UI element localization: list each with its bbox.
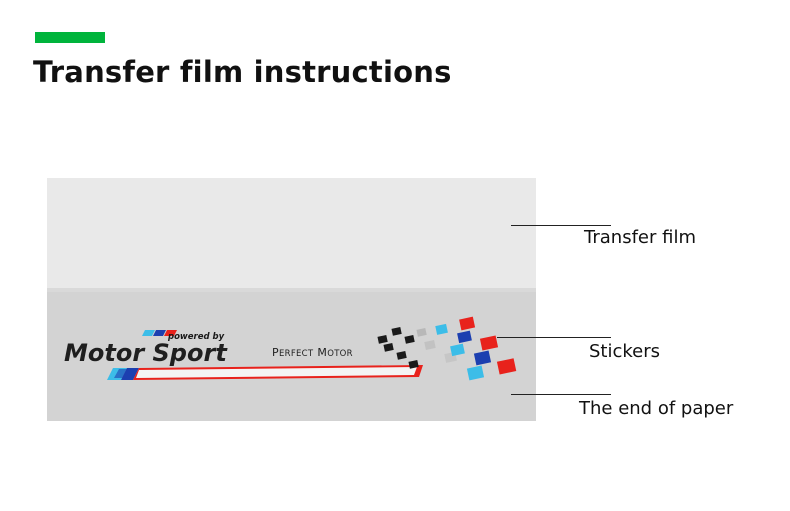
transfer-film-label: Transfer film: [584, 227, 696, 248]
checkered-flag-icon: [377, 316, 517, 381]
stickers-leader-line: [497, 337, 611, 338]
sticker-tagline: powered by: [167, 332, 225, 342]
film-edge: [47, 288, 536, 292]
stripe-icon: [142, 330, 177, 336]
accent-bar: [35, 32, 105, 43]
end-of-paper-label: The end of paper: [579, 398, 734, 419]
stickers-label: Stickers: [589, 341, 661, 362]
page-title: Transfer film instructions: [33, 55, 452, 89]
sticker-brand: Motor Sport: [64, 339, 228, 367]
transfer-film-layer: [47, 178, 536, 290]
transfer-film-leader-line: [511, 225, 611, 226]
end-of-paper-leader-line: [511, 394, 611, 395]
underline-stripe-icon: [107, 365, 423, 380]
